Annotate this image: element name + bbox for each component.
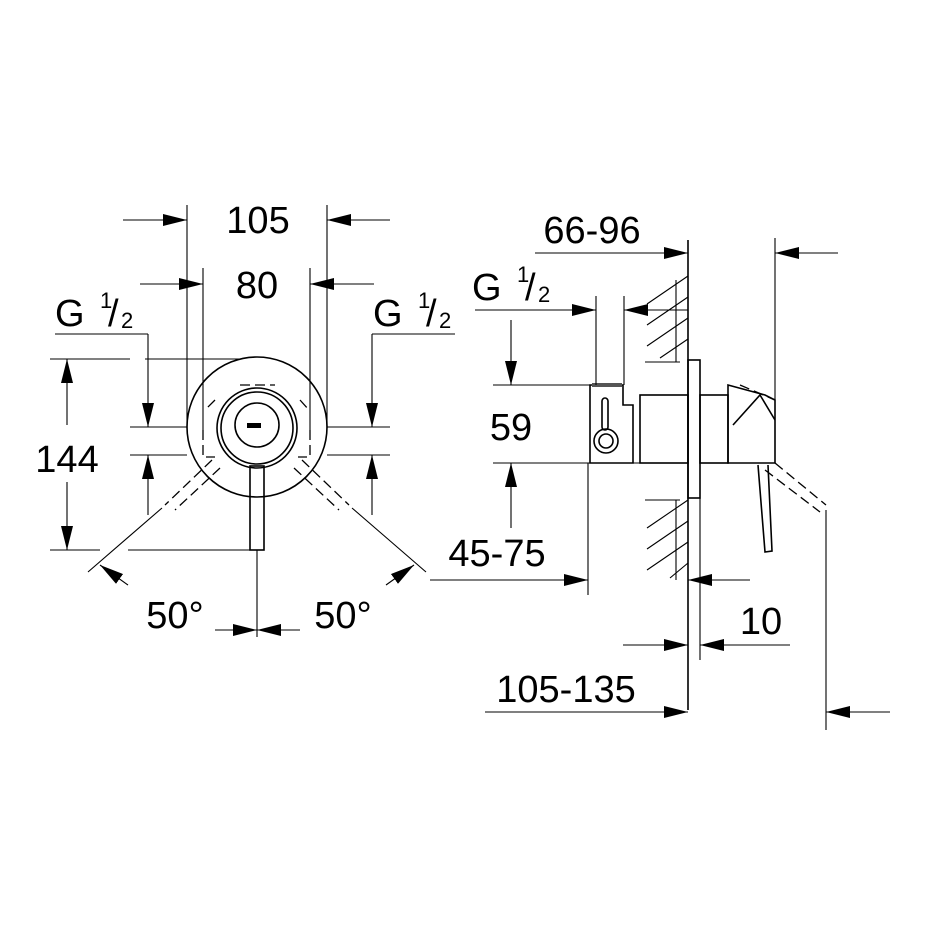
svg-text:/: / [108, 293, 119, 335]
dim-66-96: 66-96 [543, 210, 640, 252]
svg-text:1: 1 [517, 262, 529, 287]
dim-59: 59 [490, 407, 532, 449]
thread-label-right: G 1 / 2 [373, 288, 451, 335]
dim-10: 10 [740, 601, 782, 643]
svg-text:2: 2 [439, 308, 451, 333]
valve-body [639, 394, 689, 464]
svg-text:G: G [373, 293, 403, 335]
svg-text:G: G [55, 293, 85, 335]
svg-text:/: / [525, 267, 536, 309]
dim-80: 80 [236, 265, 278, 307]
svg-text:2: 2 [538, 282, 550, 307]
dim-144: 144 [35, 439, 98, 481]
thread-label-left: G 1 / 2 [55, 288, 133, 335]
dim-105-135: 105-135 [496, 669, 635, 711]
wall-plate [687, 359, 701, 499]
svg-text:G: G [472, 267, 502, 309]
side-lever [757, 464, 773, 553]
front-view [50, 205, 455, 637]
svg-text:2: 2 [121, 308, 133, 333]
svg-text:1: 1 [100, 288, 112, 313]
angle-right: 50° [314, 595, 371, 637]
svg-text:/: / [426, 293, 437, 335]
angle-left: 50° [146, 595, 203, 637]
cartridge [234, 402, 280, 448]
svg-text:1: 1 [418, 288, 430, 313]
dim-45-75: 45-75 [448, 533, 545, 575]
side-view [430, 238, 890, 730]
thread-label-side: G 1 / 2 [472, 262, 550, 309]
dim-105: 105 [226, 200, 289, 242]
lever [249, 465, 265, 551]
